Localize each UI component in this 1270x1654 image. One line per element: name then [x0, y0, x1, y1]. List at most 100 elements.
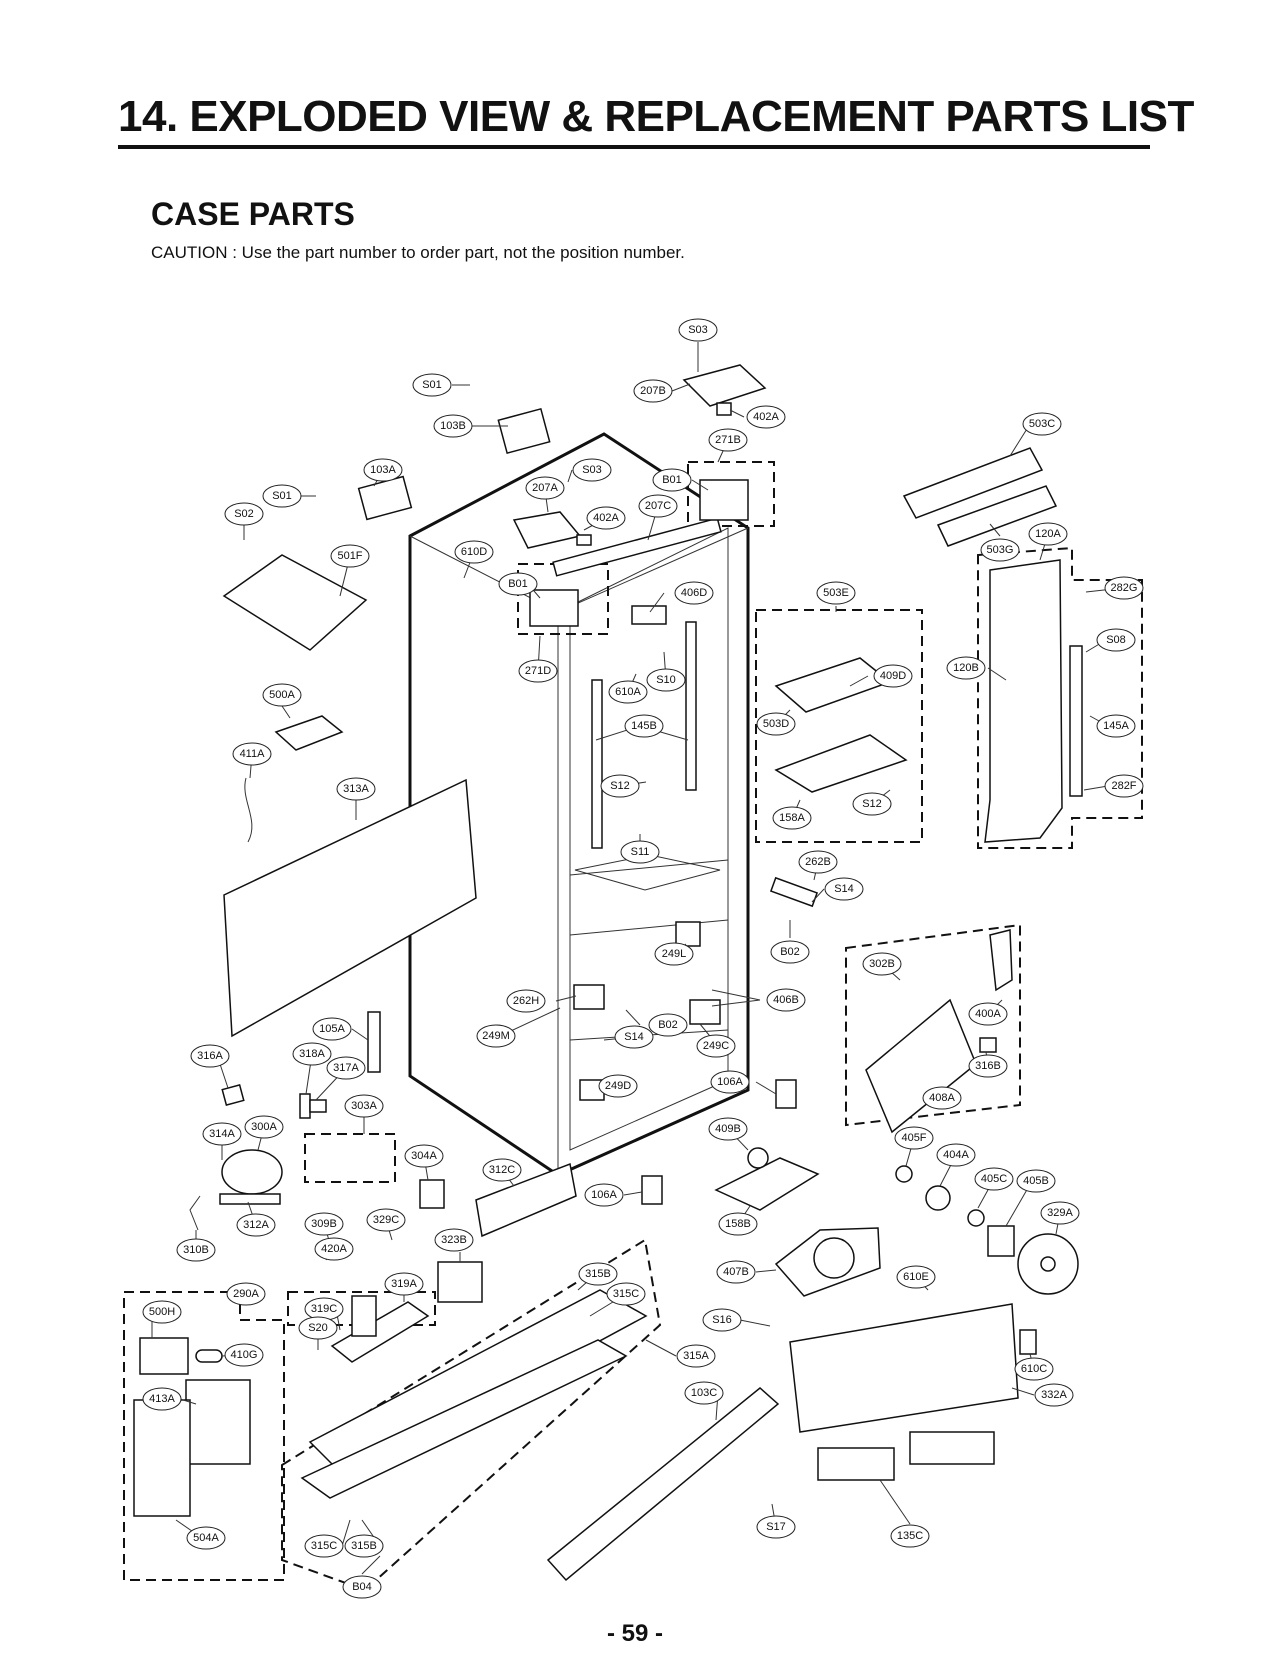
callout-103A: 103A: [363, 458, 403, 482]
callout-317A: 317A: [326, 1056, 366, 1080]
svg-text:610E: 610E: [903, 1271, 929, 1283]
svg-text:145B: 145B: [631, 720, 657, 732]
callout-410G: 410G: [224, 1343, 264, 1367]
callout-S03: S03: [678, 318, 718, 342]
callout-207B: 207B: [633, 379, 673, 403]
svg-text:S08: S08: [1106, 634, 1126, 646]
svg-text:B02: B02: [780, 946, 800, 958]
svg-text:329C: 329C: [373, 1214, 399, 1226]
callout-271B: 271B: [708, 428, 748, 452]
svg-text:S01: S01: [422, 379, 442, 391]
callout-329C: 329C: [366, 1208, 406, 1232]
svg-text:304A: 304A: [411, 1150, 437, 1162]
callout-158A: 158A: [772, 806, 812, 830]
svg-text:207A: 207A: [532, 482, 558, 494]
callout-405B: 405B: [1016, 1169, 1056, 1193]
callout-501F: 501F: [330, 544, 370, 568]
svg-text:271D: 271D: [525, 665, 551, 677]
callout-404A: 404A: [936, 1143, 976, 1167]
svg-text:282F: 282F: [1111, 780, 1136, 792]
svg-text:303A: 303A: [351, 1100, 377, 1112]
svg-text:302B: 302B: [869, 958, 895, 970]
svg-text:405B: 405B: [1023, 1175, 1049, 1187]
svg-text:312C: 312C: [489, 1164, 515, 1176]
callout-145B: 145B: [624, 714, 664, 738]
callout-500A: 500A: [262, 683, 302, 707]
svg-text:S12: S12: [610, 780, 630, 792]
svg-text:S20: S20: [308, 1322, 328, 1334]
cabinet-body: [408, 432, 750, 1177]
callout-158B: 158B: [718, 1212, 758, 1236]
callout-S14: S14: [824, 877, 864, 901]
svg-text:S14: S14: [624, 1031, 644, 1043]
callout-316B: 316B: [968, 1054, 1008, 1078]
svg-text:B04: B04: [352, 1581, 372, 1593]
callout-409D: 409D: [873, 664, 913, 688]
svg-text:S01: S01: [272, 490, 292, 502]
svg-text:409B: 409B: [715, 1123, 741, 1135]
callout-610A: 610A: [608, 680, 648, 704]
svg-text:S03: S03: [688, 324, 708, 336]
svg-text:315B: 315B: [351, 1540, 377, 1552]
callout-S16: S16: [702, 1308, 742, 1332]
svg-text:329A: 329A: [1047, 1207, 1073, 1219]
callout-315C: 315C: [304, 1534, 344, 1558]
callout-323B: 323B: [434, 1228, 474, 1252]
callout-271D: 271D: [518, 659, 558, 683]
svg-text:300A: 300A: [251, 1121, 277, 1133]
svg-text:106A: 106A: [591, 1189, 617, 1201]
svg-text:503E: 503E: [823, 587, 849, 599]
svg-text:249M: 249M: [482, 1030, 510, 1042]
callout-282G: 282G: [1104, 576, 1144, 600]
callout-318A: 318A: [292, 1042, 332, 1066]
svg-text:B01: B01: [662, 474, 682, 486]
svg-text:316B: 316B: [975, 1060, 1001, 1072]
callout-105A: 105A: [312, 1017, 352, 1041]
callout-316A: 316A: [190, 1044, 230, 1068]
svg-text:S17: S17: [766, 1521, 786, 1533]
svg-text:262B: 262B: [805, 856, 831, 868]
svg-text:290A: 290A: [233, 1288, 259, 1300]
svg-text:145A: 145A: [1103, 720, 1129, 732]
svg-text:402A: 402A: [593, 512, 619, 524]
svg-text:310B: 310B: [183, 1244, 209, 1256]
callout-503C: 503C: [1022, 412, 1062, 436]
callout-315B: 315B: [344, 1534, 384, 1558]
svg-text:501F: 501F: [337, 550, 362, 562]
callout-106A: 106A: [584, 1183, 624, 1207]
callout-249M: 249M: [476, 1024, 516, 1048]
svg-text:411A: 411A: [240, 748, 266, 760]
svg-text:503D: 503D: [763, 718, 789, 730]
svg-text:315A: 315A: [683, 1350, 709, 1362]
svg-text:503G: 503G: [987, 544, 1014, 556]
svg-text:S16: S16: [712, 1314, 732, 1326]
callout-S10: S10: [646, 668, 686, 692]
callout-312C: 312C: [482, 1158, 522, 1182]
callout-503G: 503G: [980, 538, 1020, 562]
svg-text:S14: S14: [834, 883, 854, 895]
callout-103B: 103B: [433, 414, 473, 438]
svg-text:B02: B02: [658, 1019, 678, 1031]
callout-290A: 290A: [226, 1282, 266, 1306]
svg-text:407B: 407B: [723, 1266, 749, 1278]
svg-text:504A: 504A: [193, 1532, 219, 1544]
svg-text:405C: 405C: [981, 1173, 1007, 1185]
svg-text:S03: S03: [582, 464, 602, 476]
callout-103C: 103C: [684, 1381, 724, 1405]
svg-text:610A: 610A: [615, 686, 641, 698]
svg-text:249L: 249L: [662, 948, 686, 960]
callout-282F: 282F: [1104, 774, 1144, 798]
svg-text:406D: 406D: [681, 587, 707, 599]
callout-406B: 406B: [766, 988, 806, 1012]
callout-S14: S14: [614, 1025, 654, 1049]
callout-S02: S02: [224, 502, 264, 526]
svg-text:135C: 135C: [897, 1530, 923, 1542]
svg-text:319C: 319C: [311, 1303, 337, 1315]
svg-text:408A: 408A: [929, 1092, 955, 1104]
callout-304A: 304A: [404, 1144, 444, 1168]
svg-text:158B: 158B: [725, 1218, 751, 1230]
callout-405F: 405F: [894, 1126, 934, 1150]
svg-text:420A: 420A: [321, 1243, 347, 1255]
callout-303A: 303A: [344, 1094, 384, 1118]
callout-262B: 262B: [798, 850, 838, 874]
